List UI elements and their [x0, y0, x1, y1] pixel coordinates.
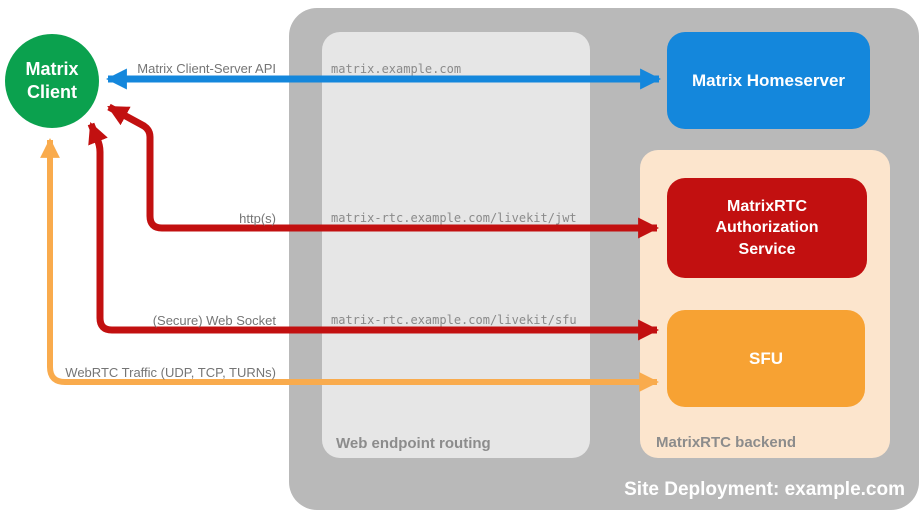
site-deployment-title: Site Deployment: example.com: [624, 479, 905, 500]
endpoint-livekit-sfu: matrix-rtc.example.com/livekit/sfu: [331, 313, 577, 327]
https-label: http(s): [239, 211, 276, 226]
matrix-client-label: Matrix Client: [25, 58, 79, 102]
matrix-homeserver-label: Matrix Homeserver: [691, 70, 846, 90]
webrtc-label: WebRTC Traffic (UDP, TCP, TURNs): [65, 365, 276, 380]
web-endpoint-routing-label: Web endpoint routing: [336, 435, 491, 452]
web-endpoint-routing-container: [322, 32, 590, 458]
matrix-client-node: Matrix Client: [5, 34, 99, 128]
matrix-homeserver-node: Matrix Homeserver: [667, 32, 870, 129]
sfu-node: SFU: [667, 310, 865, 407]
client-server-api-label: Matrix Client-Server API: [137, 61, 276, 76]
endpoint-matrix: matrix.example.com: [331, 62, 462, 76]
sfu-label: SFU: [749, 348, 783, 368]
auth-service-label: MatrixRTC Authorization Service: [715, 197, 819, 258]
endpoint-livekit-jwt: matrix-rtc.example.com/livekit/jwt: [331, 211, 577, 225]
websocket-label: (Secure) Web Socket: [152, 313, 276, 328]
auth-service-node: MatrixRTC Authorization Service: [667, 178, 867, 278]
matrixrtc-backend-label: MatrixRTC backend: [656, 434, 797, 451]
